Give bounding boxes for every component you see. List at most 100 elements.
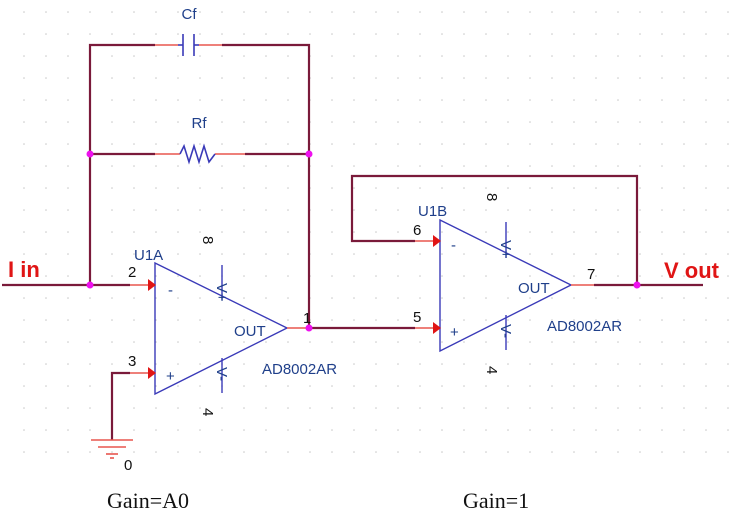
grid-dot <box>639 77 641 79</box>
grid-dot <box>639 253 641 255</box>
grid-dot <box>705 11 707 13</box>
grid-dot <box>199 209 201 211</box>
grid-dot <box>661 99 663 101</box>
grid-dot <box>243 297 245 299</box>
grid-dot <box>45 209 47 211</box>
grid-dot <box>617 55 619 57</box>
grid-dot <box>23 187 25 189</box>
resistor-rf[interactable]: Rf <box>155 115 245 165</box>
grid-dot <box>243 407 245 409</box>
grid-dot <box>397 231 399 233</box>
grid-dot <box>661 297 663 299</box>
grid-dot <box>265 231 267 233</box>
grid-dot <box>221 429 223 431</box>
grid-dot <box>397 407 399 409</box>
grid-dot <box>683 99 685 101</box>
grid-dot <box>177 253 179 255</box>
grid-dot <box>617 165 619 167</box>
u1b-pin-4: 4 <box>483 366 500 374</box>
u1b-ref-label: U1B <box>418 203 447 220</box>
grid-dot <box>683 55 685 57</box>
grid-dot <box>265 143 267 145</box>
grid-dot <box>375 297 377 299</box>
grid-dot <box>287 11 289 13</box>
grid-dot <box>551 363 553 365</box>
grid-dot <box>111 451 113 453</box>
grid-dot <box>683 297 685 299</box>
grid-dot <box>485 77 487 79</box>
grid-dot <box>683 341 685 343</box>
grid-dot <box>639 385 641 387</box>
grid-dot <box>419 451 421 453</box>
grid-dot <box>441 209 443 211</box>
grid-dot <box>661 275 663 277</box>
grid-dot <box>397 451 399 453</box>
grid-dot <box>485 33 487 35</box>
grid-dot <box>683 407 685 409</box>
grid-dot <box>45 407 47 409</box>
grid-dot <box>111 11 113 13</box>
grid-dot <box>727 209 729 211</box>
grid-dot <box>573 231 575 233</box>
grid-dot <box>375 451 377 453</box>
grid-dot <box>661 407 663 409</box>
grid-dot <box>331 297 333 299</box>
grid-dot <box>551 341 553 343</box>
grid-dot <box>309 407 311 409</box>
grid-dot <box>419 341 421 343</box>
grid-dot <box>353 33 355 35</box>
grid-dot <box>485 429 487 431</box>
capacitor-cf[interactable]: Cf <box>155 6 222 56</box>
grid-dot <box>485 165 487 167</box>
grid-dot <box>551 99 553 101</box>
grid-dot <box>133 187 135 189</box>
grid-dot <box>727 363 729 365</box>
grid-dot <box>705 33 707 35</box>
grid-dot <box>463 297 465 299</box>
junction-dot <box>305 150 313 158</box>
grid-dot <box>463 11 465 13</box>
grid-dot <box>727 407 729 409</box>
grid-dot <box>617 231 619 233</box>
grid-dot <box>67 209 69 211</box>
opamp-u1a[interactable]: - + OUT U1A AD8002AR 2 3 1 V+ V- 8 4 <box>128 236 337 416</box>
grid-dot <box>595 341 597 343</box>
grid-dot <box>661 143 663 145</box>
grid-dot <box>375 55 377 57</box>
grid-dot <box>485 275 487 277</box>
grid-dot <box>485 99 487 101</box>
grid-dot <box>243 121 245 123</box>
grid-dot <box>353 297 355 299</box>
opamp-u1b[interactable]: - + OUT U1B AD8002AR 6 5 7 V+ V- 8 4 <box>413 193 622 374</box>
grid-dot <box>133 209 135 211</box>
grid-dot <box>463 341 465 343</box>
grid-dot <box>133 253 135 255</box>
grid-dot <box>111 341 113 343</box>
grid-dot <box>551 187 553 189</box>
grid-dot <box>375 209 377 211</box>
grid-dot <box>331 209 333 211</box>
grid-dot <box>287 231 289 233</box>
grid-dot <box>683 143 685 145</box>
grid-dot <box>177 99 179 101</box>
junction-dot <box>86 281 94 289</box>
grid-dot <box>45 11 47 13</box>
grid-dot <box>639 341 641 343</box>
u1b-noninv-sign: + <box>450 324 459 341</box>
grid-dot <box>573 429 575 431</box>
grid-dot <box>683 187 685 189</box>
grid-dot <box>177 231 179 233</box>
grid-dot <box>639 55 641 57</box>
grid-dot <box>397 121 399 123</box>
grid-dot <box>287 341 289 343</box>
grid-dot <box>353 363 355 365</box>
grid-dot <box>23 429 25 431</box>
u1b-out-label: OUT <box>518 280 550 297</box>
grid-dot <box>397 385 399 387</box>
grid-dot <box>67 165 69 167</box>
grid-dot <box>463 275 465 277</box>
grid-dot <box>617 363 619 365</box>
grid-dot <box>177 165 179 167</box>
grid-dot <box>133 231 135 233</box>
grid-dot <box>375 11 377 13</box>
